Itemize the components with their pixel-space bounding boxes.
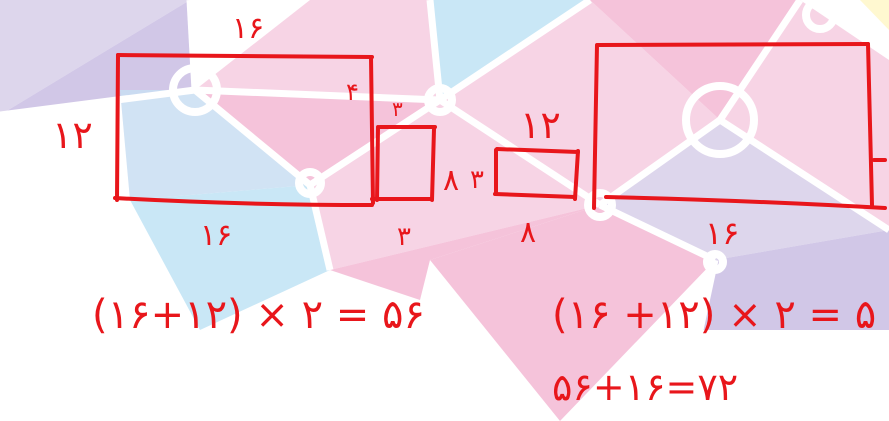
big-rectangle-right-edge [369, 55, 375, 205]
bg-shape [330, 205, 600, 300]
middle-rectangle-bottom-edge [493, 192, 577, 199]
bg-network-nodes [169, 0, 838, 274]
bg-shape [195, 90, 440, 185]
middle-rectangle-right-edge [573, 149, 580, 201]
right-bottom-dimension: ۱۶ [705, 214, 739, 252]
ink-strokes [113, 42, 887, 210]
small-rectangle-right-edge [430, 127, 436, 202]
small-side-dimension: ۸ [443, 163, 459, 198]
middle-top-dimension: ۱۲ [520, 103, 561, 147]
small-rectangle-left-edge [375, 125, 380, 202]
middle-side-dimension: ۳ [470, 165, 484, 195]
bg-shape [310, 100, 600, 270]
handwritten-labels: ۱۶ ۱۲ ۴ ۱۶ ۳ ۳ ۸ ۳ ۱۲ ۸ ۱۶ (۱۶+۱۲) × ۲ =… [52, 11, 876, 409]
bg-shape [430, 205, 715, 421]
equation-right: (۱۶ +۱۲) × ۲ = ۵ [552, 292, 876, 338]
small-bottom-dimension: ۳ [397, 222, 411, 252]
bg-shape [700, 230, 889, 330]
left-inner-dimension: ۴ [346, 78, 359, 106]
equation-left: (۱۶+۱۲) × ۲ = ۵۶ [92, 292, 425, 338]
bg-shape [120, 90, 310, 200]
left-bottom-dimension: ۱۶ [200, 218, 232, 253]
right-rectangle-left-edge [592, 43, 599, 210]
big-rectangle-top-edge [116, 53, 374, 59]
bg-shape [590, 0, 800, 120]
equation-sum: ۵۶+۱۶=۷۲ [552, 365, 738, 409]
middle-rectangle-top-edge [495, 147, 580, 154]
big-rectangle-bottom-edge [113, 196, 374, 207]
middle-bottom-dimension: ۸ [520, 215, 536, 250]
big-rectangle-left-edge [115, 53, 120, 202]
bg-shape [130, 185, 330, 330]
small-top-dimension: ۳ [392, 97, 403, 121]
left-side-dimension: ۱۲ [52, 113, 93, 157]
bg-shape [195, 0, 440, 100]
bg-shape [440, 0, 720, 205]
right-rectangle-top-edge [596, 42, 870, 47]
right-rectangle-bottom-edge [604, 195, 887, 210]
left-top-dimension: ۱۶ [232, 11, 264, 46]
bg-shape [860, 0, 889, 30]
bg-shape [0, 0, 195, 115]
right-rectangle-right-edge [866, 42, 874, 207]
